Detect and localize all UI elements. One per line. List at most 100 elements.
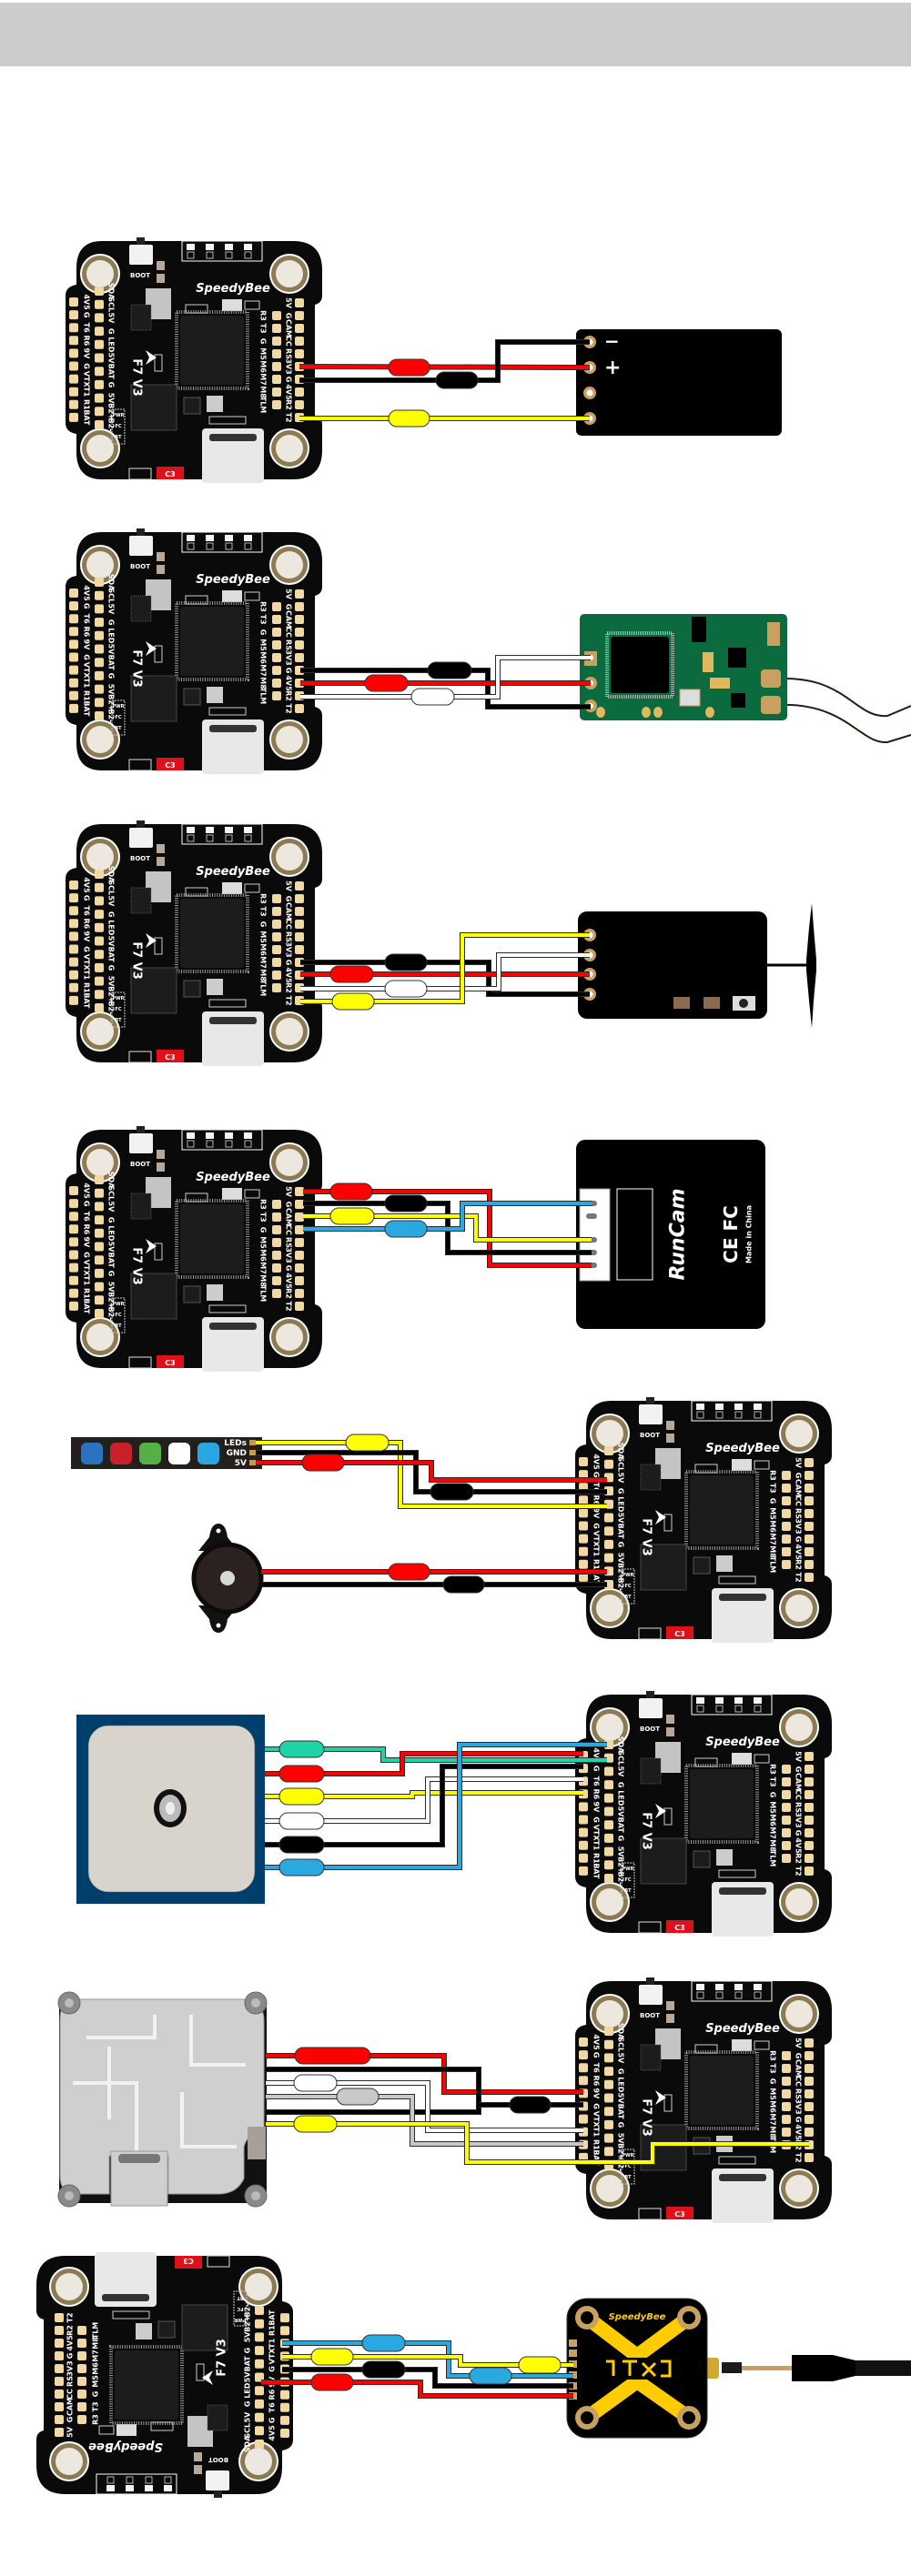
direction-arrow-icon: [146, 933, 157, 948]
fc-logo: SpeedyBee: [196, 573, 270, 587]
solder-pad: [295, 1213, 304, 1222]
mounting-hole-center: [86, 1149, 114, 1176]
bind-button-center: [739, 999, 748, 1008]
pad-label: 4V5: [268, 2425, 277, 2441]
status-led: [244, 1132, 252, 1139]
boot-label: BOOT: [130, 1161, 150, 1168]
pad-label: 5V: [244, 2371, 252, 2383]
solder-pad: [69, 678, 78, 688]
mounting-hole-center: [785, 1714, 813, 1741]
solder-pad: [95, 1175, 104, 1184]
smd-parts: [208, 999, 247, 1008]
led-resistor: [106, 2476, 115, 2484]
solder-pad: [69, 374, 78, 384]
fc-logo: SpeedyBee: [88, 2440, 163, 2453]
pwr-led-label: BT: [624, 1595, 632, 1600]
pad-label: BAT: [592, 1863, 601, 1879]
pad-label: M5: [259, 1236, 268, 1249]
pwr-led-label: FC: [624, 1584, 631, 1589]
solder-pad: [77, 2351, 86, 2360]
pad-label: T6: [592, 2063, 601, 2073]
pad-label: 5V: [107, 313, 116, 325]
solder-pad: [579, 1534, 588, 1544]
led-bank: [691, 1400, 773, 1422]
solder-pad: [95, 379, 104, 389]
pad-label: TLM: [769, 1556, 777, 1574]
wire-black: [282, 2368, 573, 2388]
pad-label: G: [268, 2418, 277, 2424]
led-bank: [181, 531, 263, 553]
pad-label: CC: [285, 336, 293, 347]
solder-pad: [295, 1251, 304, 1260]
smd-parts: [185, 304, 208, 314]
pad-label: R2: [795, 1853, 803, 1864]
solder-pad: [604, 1459, 613, 1469]
pad-label: G: [66, 2353, 75, 2360]
solder-pad: [782, 1854, 791, 1863]
solder-pad: [255, 2359, 264, 2369]
pad-label: RS: [285, 1237, 293, 1248]
flash-chip: [640, 1544, 687, 1591]
pad-label: SCL: [107, 297, 116, 312]
heat-shrink-sleeve-red: [364, 674, 409, 692]
pad-label: SDA: [107, 283, 116, 300]
solder-pad: [69, 690, 78, 700]
pad-label: 3V3: [795, 1812, 803, 1827]
boot-button: [639, 1698, 663, 1718]
usb-c-opening: [209, 434, 257, 441]
heat-shrink-sleeve-black: [384, 953, 428, 971]
solder-pad: [805, 2089, 814, 2098]
pad-label: SDA: [107, 866, 116, 883]
solder-pad: [604, 2039, 613, 2049]
pad-label: 5V: [107, 1242, 116, 1253]
pwr-led-label: BT: [115, 435, 122, 440]
component: [710, 678, 730, 689]
led-bank: [181, 823, 263, 845]
pad-label: G: [92, 2391, 100, 2398]
solder-pad: [805, 1765, 814, 1774]
wire-black: [299, 340, 590, 382]
pwr-led-label: PWR: [112, 413, 124, 418]
solder-pad: [272, 349, 281, 358]
fc-model-label: F7 V3: [216, 2339, 229, 2377]
solder-pad: [95, 1228, 104, 1238]
pad-label: M5: [92, 2375, 100, 2388]
solder-pad: [805, 1496, 814, 1505]
mounting-hole-center: [596, 1595, 623, 1622]
pad-label: VTX: [83, 1260, 91, 1277]
osd-chip: [183, 980, 201, 998]
pad-label: 4V5: [83, 877, 91, 893]
status-led: [206, 244, 214, 250]
status-led: [754, 1697, 762, 1704]
solder-pad: [95, 922, 104, 932]
pad-label: M8: [259, 386, 268, 398]
solder-pad: [782, 1522, 791, 1531]
pad-label: R1: [83, 982, 91, 993]
solder-pad: [69, 982, 78, 992]
fc-logo: SpeedyBee: [705, 1442, 780, 1455]
pad-label: 5V: [617, 1473, 625, 1484]
pad-label: 3V3: [285, 1247, 293, 1263]
solder-pad: [69, 627, 78, 637]
solder-pad: [295, 1200, 304, 1209]
heat-shrink-sleeve-black: [384, 1194, 428, 1213]
pad-label: 5V: [107, 936, 116, 948]
pad-label: T1: [83, 678, 91, 688]
smd-parts: [754, 1460, 770, 1470]
status-led: [715, 1984, 724, 1990]
mounting-hole-center: [596, 2175, 623, 2202]
solder-pad: [69, 589, 78, 598]
solder-pad: [604, 2079, 613, 2089]
smd-parts: [638, 2208, 662, 2220]
led-resistor: [206, 251, 214, 259]
solder-pad: [69, 665, 78, 675]
pad-label: G: [592, 2052, 601, 2058]
pad-label: BAT: [107, 364, 116, 380]
pad-label: 5V: [285, 1186, 293, 1198]
solder-pad: [295, 602, 304, 611]
solder-pad: [579, 1559, 588, 1569]
mounting-hole-center: [276, 1018, 303, 1045]
